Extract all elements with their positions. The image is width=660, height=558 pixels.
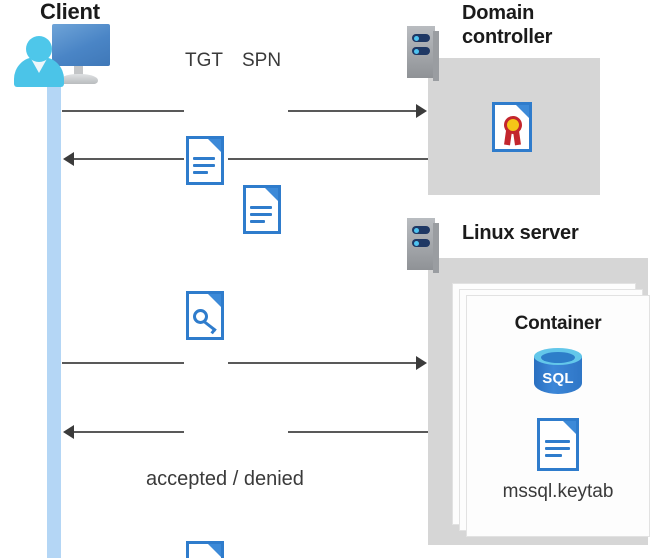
tgt-document-icon	[186, 136, 224, 185]
sql-database-label: SQL	[542, 370, 574, 387]
arrow-client-to-dc-right-segment	[288, 110, 416, 112]
container-title: Container	[514, 313, 602, 334]
monitor-neck-shape	[74, 66, 83, 76]
arrow-linux-to-client-left-segment	[74, 431, 184, 433]
keytab-document-icon	[537, 418, 579, 471]
arrow-client-to-linux-right-segment	[228, 362, 416, 364]
monitor-base-shape	[60, 74, 98, 84]
arrowhead-client-to-linux	[416, 356, 427, 370]
keytab-label: mssql.keytab	[502, 481, 614, 502]
arrowhead-dc-to-client	[63, 152, 74, 166]
person-head-shape	[26, 36, 52, 62]
request-key-document-icon	[186, 541, 224, 558]
certificate-document-icon	[492, 102, 532, 152]
domain-controller-title-line2: controller	[462, 26, 553, 48]
domain-controller-title-line1: Domain	[462, 2, 535, 24]
arrow-dc-to-client-right-segment	[228, 158, 428, 160]
client-title: Client	[40, 0, 100, 24]
arrow-dc-to-client-left-segment	[74, 158, 184, 160]
linux-server-title: Linux server	[462, 222, 579, 244]
arrow-linux-to-client-right-segment	[288, 431, 428, 433]
container-card-front: Container SQL mssql.keytab	[466, 295, 650, 537]
tgt-label: TGT	[185, 50, 223, 71]
monitor-shape	[52, 24, 110, 66]
ticket-key-document-icon	[186, 291, 224, 340]
client-computer-icon	[12, 24, 112, 87]
domain-controller-server-rack-icon	[407, 26, 439, 81]
linux-server-rack-icon	[407, 218, 439, 273]
arrowhead-linux-to-client	[63, 425, 74, 439]
spn-document-icon	[243, 185, 281, 234]
result-label: accepted / denied	[146, 468, 304, 490]
arrow-client-to-linux-left-segment	[62, 362, 184, 364]
arrowhead-client-to-dc	[416, 104, 427, 118]
spn-label: SPN	[242, 50, 282, 71]
sql-database-icon: SQL	[534, 348, 582, 400]
client-lifeline	[47, 72, 61, 558]
arrow-client-to-dc-left-segment	[62, 110, 184, 112]
